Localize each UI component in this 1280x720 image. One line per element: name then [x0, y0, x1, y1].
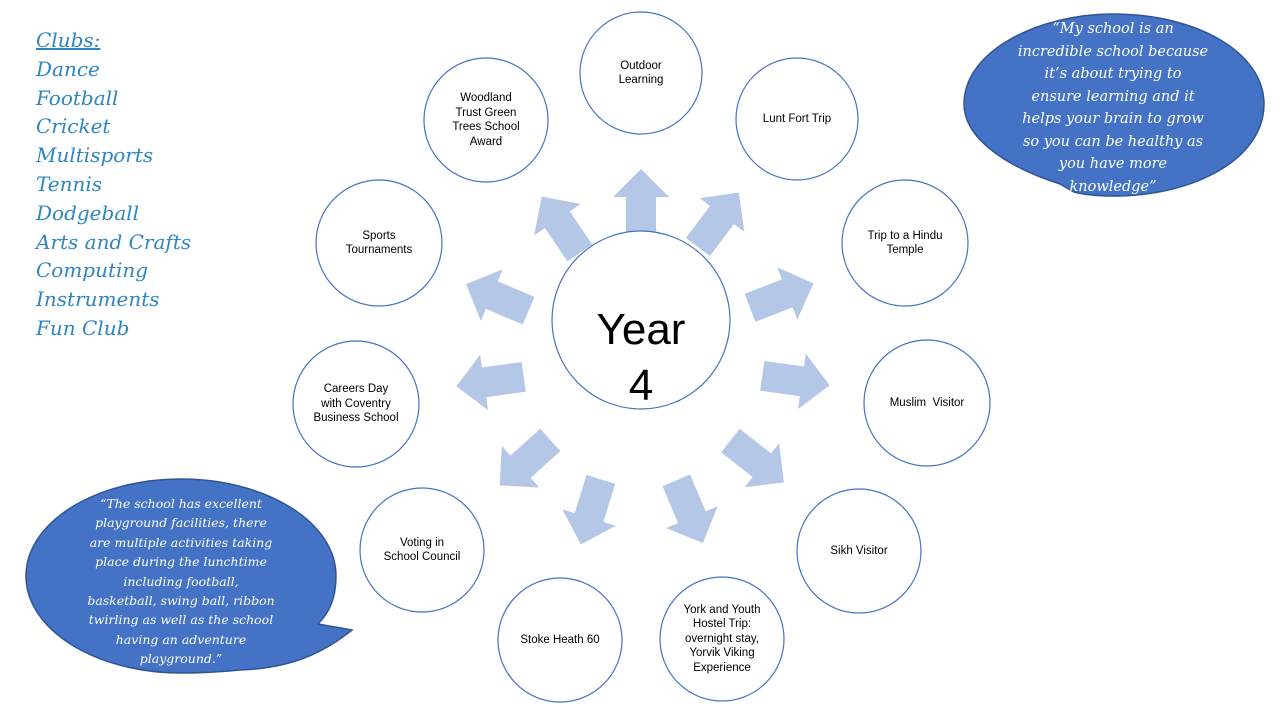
node-label-line: Voting in	[399, 536, 445, 549]
arrow-8	[499, 428, 561, 488]
club-item: Computing	[36, 258, 149, 283]
node-label-line: Trust Green	[455, 106, 517, 119]
quote-line: having an adventure	[115, 631, 247, 647]
node-label-line: Trees School	[452, 121, 520, 133]
club-item: Instruments	[36, 287, 160, 312]
node-label-line: Woodland	[460, 92, 512, 104]
speech-bubble-top-right	[963, 13, 1265, 197]
arrow-7	[562, 474, 616, 545]
quote-line: playground.”	[139, 651, 223, 667]
quote-line: “The school has excellent	[100, 496, 262, 511]
quote-line: you have more	[1058, 156, 1168, 172]
node-label-line: Temple	[886, 244, 924, 256]
node-sikh-visitor: Sikh Visitor	[797, 489, 921, 613]
node-label-line: School Council	[383, 551, 461, 563]
quote-bottom-left: “The school has excellent playground fac…	[52, 494, 310, 669]
quote-line: including football,	[123, 573, 239, 589]
arrow-1	[613, 169, 669, 237]
node-label-line: overnight stay,	[685, 632, 759, 645]
club-item: Tennis	[36, 171, 103, 196]
center-title: Year 4	[552, 302, 730, 414]
arrow-11	[534, 196, 593, 262]
arrow-10	[466, 269, 535, 325]
quote-line: playground facilities, there	[95, 515, 267, 531]
club-item: Arts and Crafts	[36, 229, 192, 254]
center-title-line: Year	[596, 305, 686, 354]
club-item: Dodgeball	[36, 200, 140, 225]
clubs-list: Clubs: Dance Football Cricket Multisport…	[36, 26, 191, 343]
club-item: Fun Club	[36, 315, 130, 340]
circle-careers-day	[292, 340, 420, 468]
quote-line: place during the lunchtime	[95, 554, 267, 570]
club-item: Cricket	[36, 114, 111, 139]
node-label-line: Careers Day	[323, 383, 389, 396]
node-label-line: Business School	[313, 412, 399, 425]
node-label-line: Award	[469, 135, 503, 148]
circle-york-trip	[659, 576, 785, 702]
speech-bubble-bottom-left	[25, 478, 354, 674]
circle-stoke-heath	[497, 577, 623, 703]
node-label-line: Stoke Heath 60	[520, 633, 600, 646]
node-muslim-visitor: Muslim Visitor	[864, 340, 990, 466]
node-stoke-heath: Stoke Heath 60	[498, 578, 622, 702]
club-item: Football	[36, 85, 119, 110]
node-label-line: Muslim Visitor	[889, 396, 965, 409]
circle-sikh-visitor	[796, 488, 922, 614]
quote-line: twirling as well as the school	[88, 612, 274, 628]
circle-school-council	[359, 487, 485, 613]
arrow-5	[721, 428, 784, 488]
node-label-line: Sports	[362, 229, 396, 242]
node-label-line: Lunt Fort Trip	[762, 112, 832, 125]
quote-line: it’s about trying to	[1044, 66, 1182, 82]
quote-line: knowledge”	[1069, 178, 1157, 195]
node-label-line: with Coventry	[321, 397, 391, 410]
quote-line: ensure learning and it	[1031, 88, 1195, 105]
node-label-line: Learning	[618, 74, 664, 86]
node-label-line: Sikh Visitor	[830, 544, 888, 557]
center-title-line: 4	[628, 361, 654, 410]
node-school-council: Voting in School Council	[360, 488, 484, 612]
node-label-line: Hostel Trip:	[692, 618, 752, 631]
arrow-3	[744, 267, 814, 322]
club-item: Dance	[36, 56, 100, 81]
circle-hindu-temple-trip	[841, 179, 969, 307]
club-item: Multisports	[36, 143, 154, 168]
quote-line: basketball, swing ball, ribbon	[87, 593, 275, 609]
node-lunt-fort-trip: Lunt Fort Trip	[736, 58, 858, 180]
circle-muslim-visitor	[863, 339, 991, 467]
quote-line: are multiple activities taking	[89, 534, 273, 550]
node-label-line: Outdoor	[620, 59, 662, 72]
quote-line: “My school is an	[1052, 21, 1174, 37]
circle-outdoor-learning	[579, 11, 703, 135]
quote-line: helps your brain to grow	[1022, 111, 1204, 127]
quote-line: incredible school because	[1017, 43, 1209, 60]
arrow-2	[685, 192, 745, 256]
node-label-line: Yorvik Viking	[689, 647, 755, 660]
circle-lunt-fort-trip	[735, 57, 859, 181]
center-circle	[551, 230, 731, 410]
clubs-heading: Clubs:	[36, 28, 101, 52]
quote-top-right: “My school is an incredible school becau…	[990, 18, 1236, 198]
arrow-4	[760, 353, 830, 410]
arrow-6	[662, 474, 718, 543]
node-label-line: Trip to a Hindu	[867, 229, 943, 242]
node-label-line: York and Youth	[683, 603, 761, 616]
circle-woodland-trust	[423, 57, 549, 183]
arrow-9	[456, 354, 526, 411]
quote-line: so you can be healthy as	[1022, 133, 1204, 150]
node-label-line: Experience	[693, 661, 751, 674]
node-label-line: Tournaments	[345, 244, 413, 256]
circle-sports-tournaments	[315, 179, 443, 307]
